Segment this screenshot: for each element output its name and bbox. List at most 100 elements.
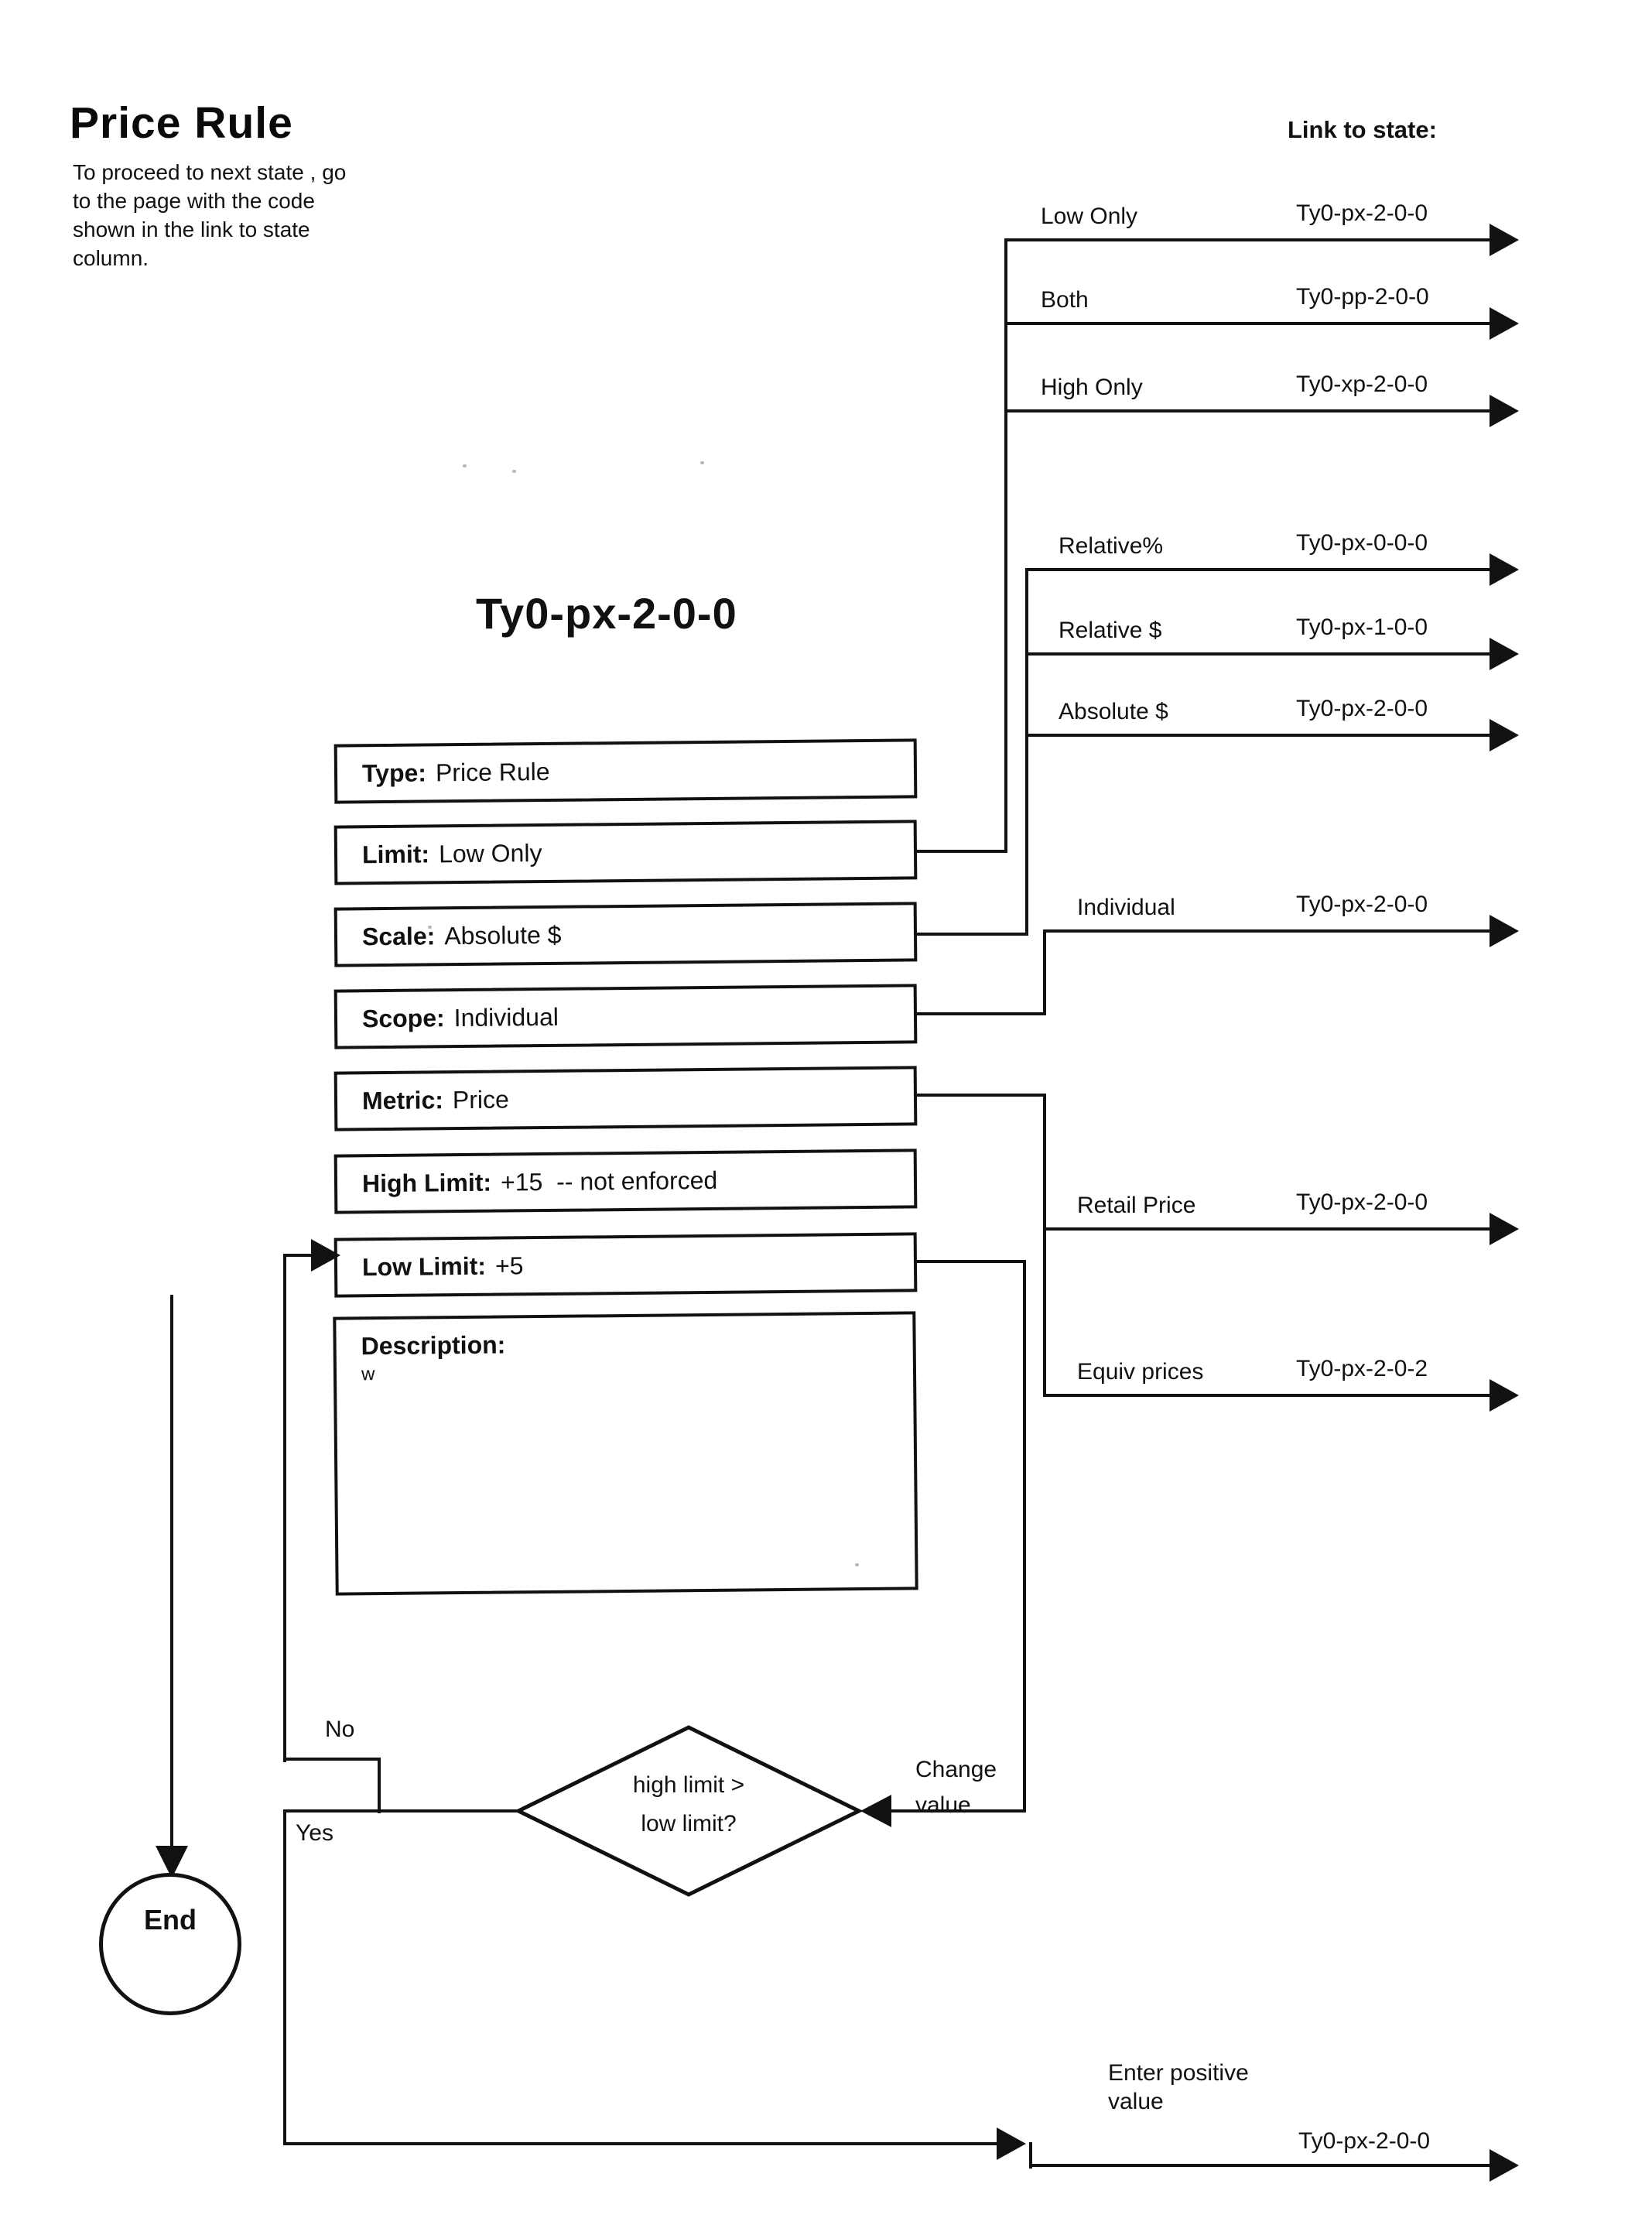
transition-line [1004, 238, 1491, 241]
change-value-label: Change value [915, 1752, 1028, 1823]
transition-code: Ty0-px-1-0-0 [1296, 614, 1428, 641]
connector-no-junction [378, 1759, 381, 1813]
transition-code: Ty0-px-2-0-0 [1296, 892, 1428, 918]
connector-bottom-jog [1029, 2142, 1032, 2169]
transition-line [1029, 2164, 1491, 2167]
attribute-label: Limit: [362, 840, 429, 869]
yes-label: Yes [296, 1820, 333, 1847]
attribute-label: High Limit: [362, 1169, 491, 1199]
end-circle [99, 1873, 241, 2015]
connector-no-horizontal [283, 1758, 381, 1761]
transition-label: Relative $ [1059, 618, 1161, 644]
transition-label: Individual [1077, 895, 1175, 921]
transition-code: Ty0-pp-2-0-0 [1296, 284, 1429, 310]
arrow-right-icon [1490, 553, 1519, 586]
transition-line [1004, 322, 1491, 325]
instructions-line: to the page with the code [73, 187, 346, 215]
connector-scope-vertical [1043, 929, 1046, 1015]
attribute-box-description: Description: w [333, 1311, 918, 1595]
connector-change-value-vertical [1023, 1260, 1026, 1811]
connector-no-return-top [283, 1254, 313, 1257]
instructions-line: shown in the link to state [73, 215, 346, 244]
arrow-right-icon [1490, 395, 1519, 427]
instructions-text: To proceed to next state , go to the pag… [73, 158, 346, 272]
link-to-state-header: Link to state: [1288, 116, 1437, 144]
attribute-value: w [361, 1358, 913, 1385]
transition-label: Absolute $ [1059, 699, 1168, 725]
transition-line [1004, 409, 1491, 412]
connector-limit-vertical [1004, 238, 1007, 853]
attribute-value: Price [453, 1085, 509, 1114]
attribute-label: Metric: [362, 1086, 443, 1115]
arrow-right-icon [1490, 1379, 1519, 1412]
connector-low-limit-horizontal [917, 1260, 1026, 1263]
attribute-label: Description: [361, 1326, 912, 1361]
arrow-right-icon [1490, 915, 1519, 947]
transition-code: Ty0-px-0-0-0 [1296, 530, 1428, 556]
arrow-right-icon [1490, 2149, 1519, 2182]
decision-question-line: low limit? [534, 1805, 843, 1843]
scan-speck [855, 1563, 859, 1566]
connector-end-vertical [170, 1295, 173, 1846]
connector-metric-vertical [1043, 1095, 1046, 1397]
attribute-label: Scope: [362, 1004, 445, 1033]
transition-code: Ty0-px-2-0-0 [1296, 696, 1428, 722]
decision-question: high limit > low limit? [534, 1766, 843, 1843]
state-code-title: Ty0-px-2-0-0 [476, 588, 737, 638]
transition-line [1025, 734, 1491, 737]
arrow-right-icon [1490, 1213, 1519, 1245]
attribute-box-type: Type: Price Rule [334, 738, 918, 803]
connector-no-return-vertical [283, 1254, 286, 1762]
attribute-label: Low Limit: [362, 1252, 486, 1282]
transition-label: Low Only [1041, 204, 1137, 230]
transition-label: High Only [1041, 375, 1143, 401]
attribute-value: +15 -- not enforced [501, 1166, 718, 1197]
instructions-line: To proceed to next state , go [73, 158, 346, 187]
attribute-value: +5 [495, 1251, 524, 1280]
transition-code: Ty0-px-2-0-2 [1296, 1356, 1428, 1382]
attribute-label: Scale: [362, 922, 436, 951]
attribute-value: Price Rule [436, 758, 550, 787]
transition-label: Enter positive value [1108, 2059, 1290, 2116]
attribute-value: Absolute $ [444, 921, 562, 950]
transition-line [1025, 568, 1491, 571]
arrow-right-icon [1490, 719, 1519, 751]
arrow-right-icon [997, 2127, 1026, 2160]
transition-label: Retail Price [1077, 1193, 1195, 1219]
connector-diamond-left [283, 1809, 523, 1813]
decision-question-line: high limit > [534, 1766, 843, 1805]
scan-speck [700, 461, 704, 464]
attribute-box-low-limit: Low Limit: +5 [334, 1232, 918, 1297]
connector-scope-horizontal [917, 1012, 1046, 1015]
transition-code: Ty0-px-2-0-0 [1296, 200, 1428, 227]
arrow-right-icon [1490, 224, 1519, 256]
scan-speck [463, 464, 467, 467]
attribute-value: Low Only [439, 839, 542, 868]
connector-scale-horizontal [917, 933, 1028, 936]
attribute-box-scope: Scope: Individual [334, 984, 918, 1049]
transition-code: Ty0-px-2-0-0 [1298, 2128, 1430, 2155]
transition-label: Equiv prices [1077, 1359, 1203, 1385]
attribute-box-high-limit: High Limit: +15 -- not enforced [334, 1148, 918, 1213]
no-label: No [325, 1717, 354, 1743]
arrow-right-icon [1490, 638, 1519, 670]
scan-speck [428, 926, 432, 929]
connector-limit-horizontal [917, 850, 1007, 853]
attribute-box-scale: Scale: Absolute $ [334, 902, 918, 967]
transition-line [1043, 1394, 1491, 1397]
attribute-label: Type: [362, 758, 426, 788]
transition-line [1043, 1227, 1491, 1231]
scan-speck [512, 470, 516, 473]
transition-code: Ty0-xp-2-0-0 [1296, 371, 1428, 398]
transition-code: Ty0-px-2-0-0 [1296, 1190, 1428, 1216]
transition-label: Relative% [1059, 533, 1163, 560]
instructions-line: column. [73, 244, 346, 272]
transition-line [1025, 652, 1491, 656]
connector-metric-horizontal [917, 1094, 1046, 1097]
arrow-right-icon [311, 1239, 340, 1272]
attribute-value: Individual [454, 1003, 559, 1032]
transition-line [1043, 929, 1491, 933]
arrow-right-icon [1490, 307, 1519, 340]
page-title: Price Rule [70, 98, 293, 149]
